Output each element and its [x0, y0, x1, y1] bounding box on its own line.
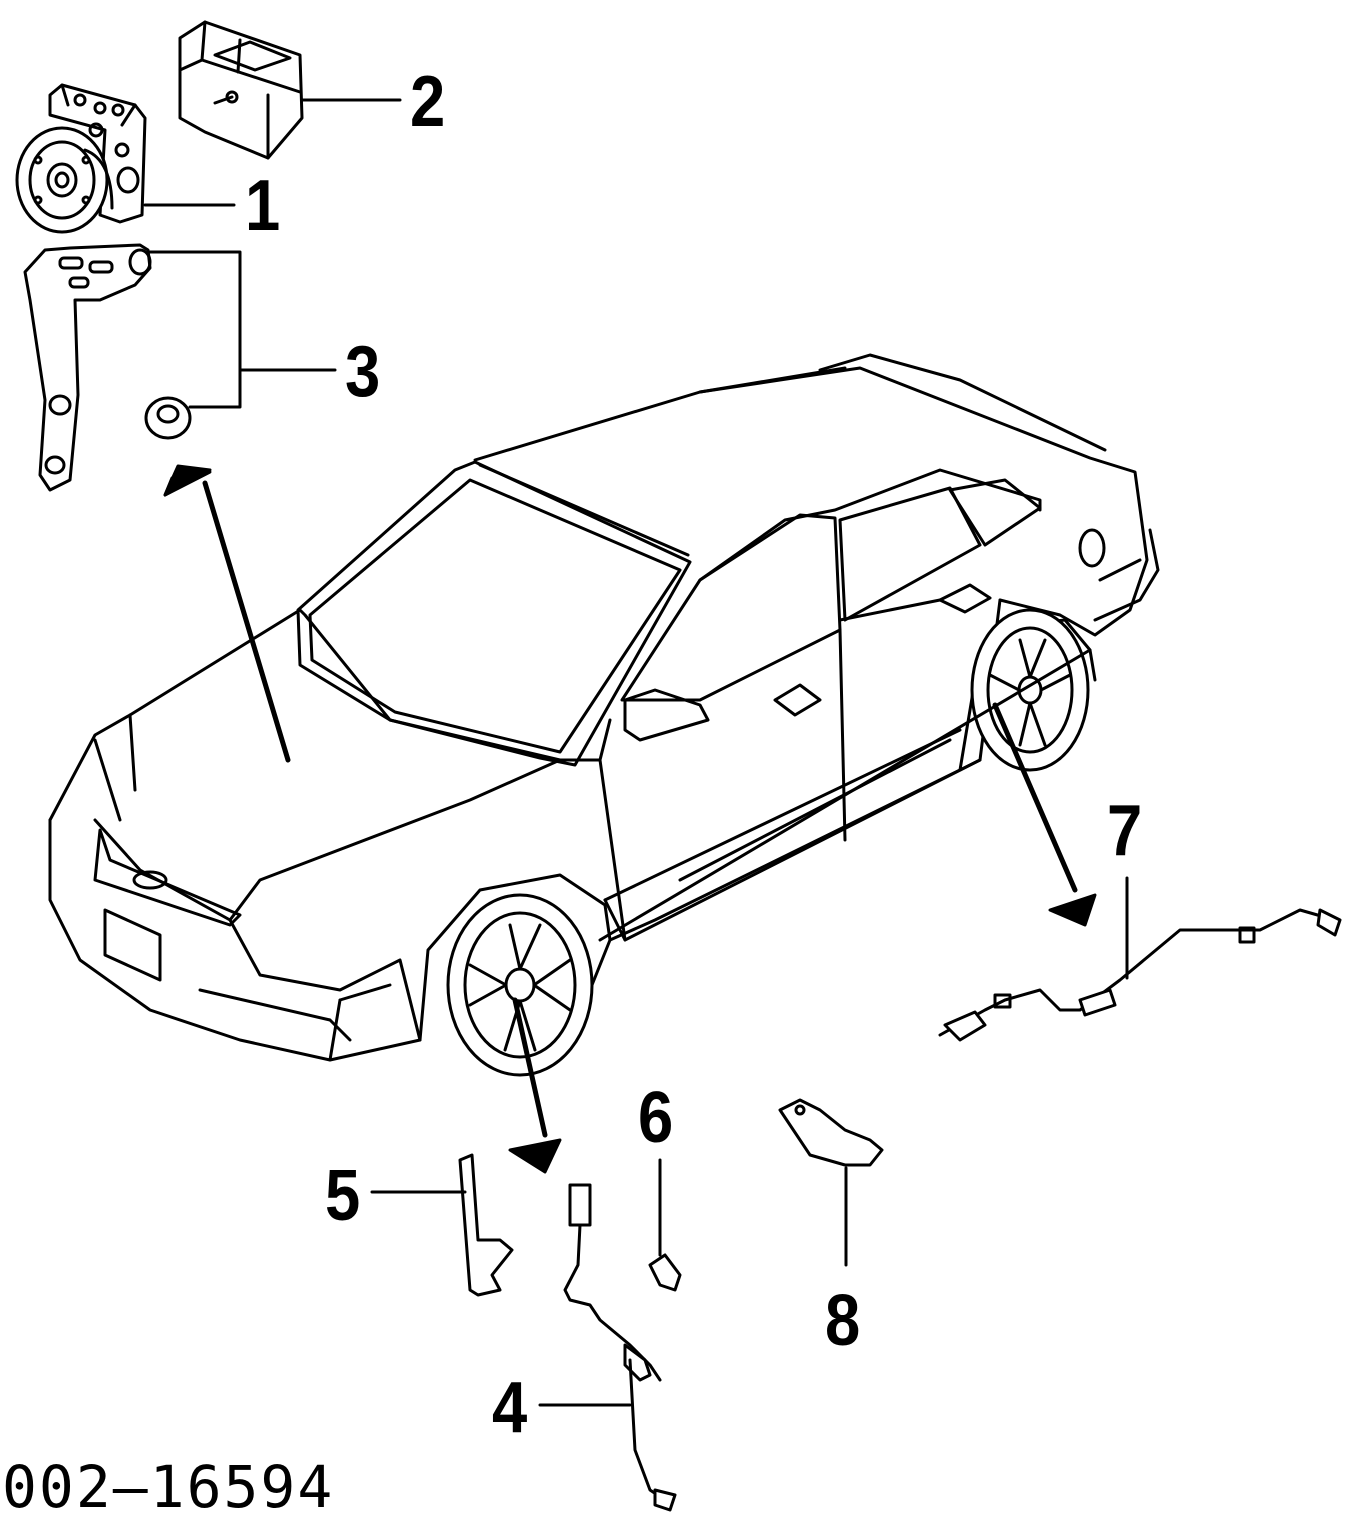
callout-8: 8	[825, 1281, 861, 1361]
callout-5: 5	[325, 1156, 361, 1236]
rear-sensor-bracket-part-8	[778, 1098, 884, 1267]
diagram-code: 002–16594	[2, 1453, 335, 1521]
callout-3: 3	[345, 332, 381, 412]
callout-4: 4	[492, 1368, 528, 1448]
callout-2: 2	[410, 62, 446, 142]
abs-control-module-part-2	[178, 20, 402, 160]
sensor-clip-part-6	[648, 1158, 682, 1292]
rear-wheel-speed-sensor-part-7	[938, 876, 1342, 1042]
front-sensor-bracket-part-5	[370, 1153, 514, 1297]
vehicle-body-outline	[48, 353, 1160, 1077]
arrow-to-front-wheel-sensor	[508, 997, 562, 1174]
callout-1: 1	[245, 166, 281, 246]
arrow-to-engine-bay	[163, 464, 291, 763]
front-wheel-speed-sensor-part-4	[538, 1183, 677, 1512]
abs-hydraulic-unit-part-1	[15, 83, 236, 234]
callout-6: 6	[638, 1078, 674, 1158]
bracket-and-grommet-part-3	[23, 243, 337, 492]
callout-7: 7	[1107, 791, 1143, 871]
arrow-to-rear-wheel-sensor	[992, 702, 1097, 927]
